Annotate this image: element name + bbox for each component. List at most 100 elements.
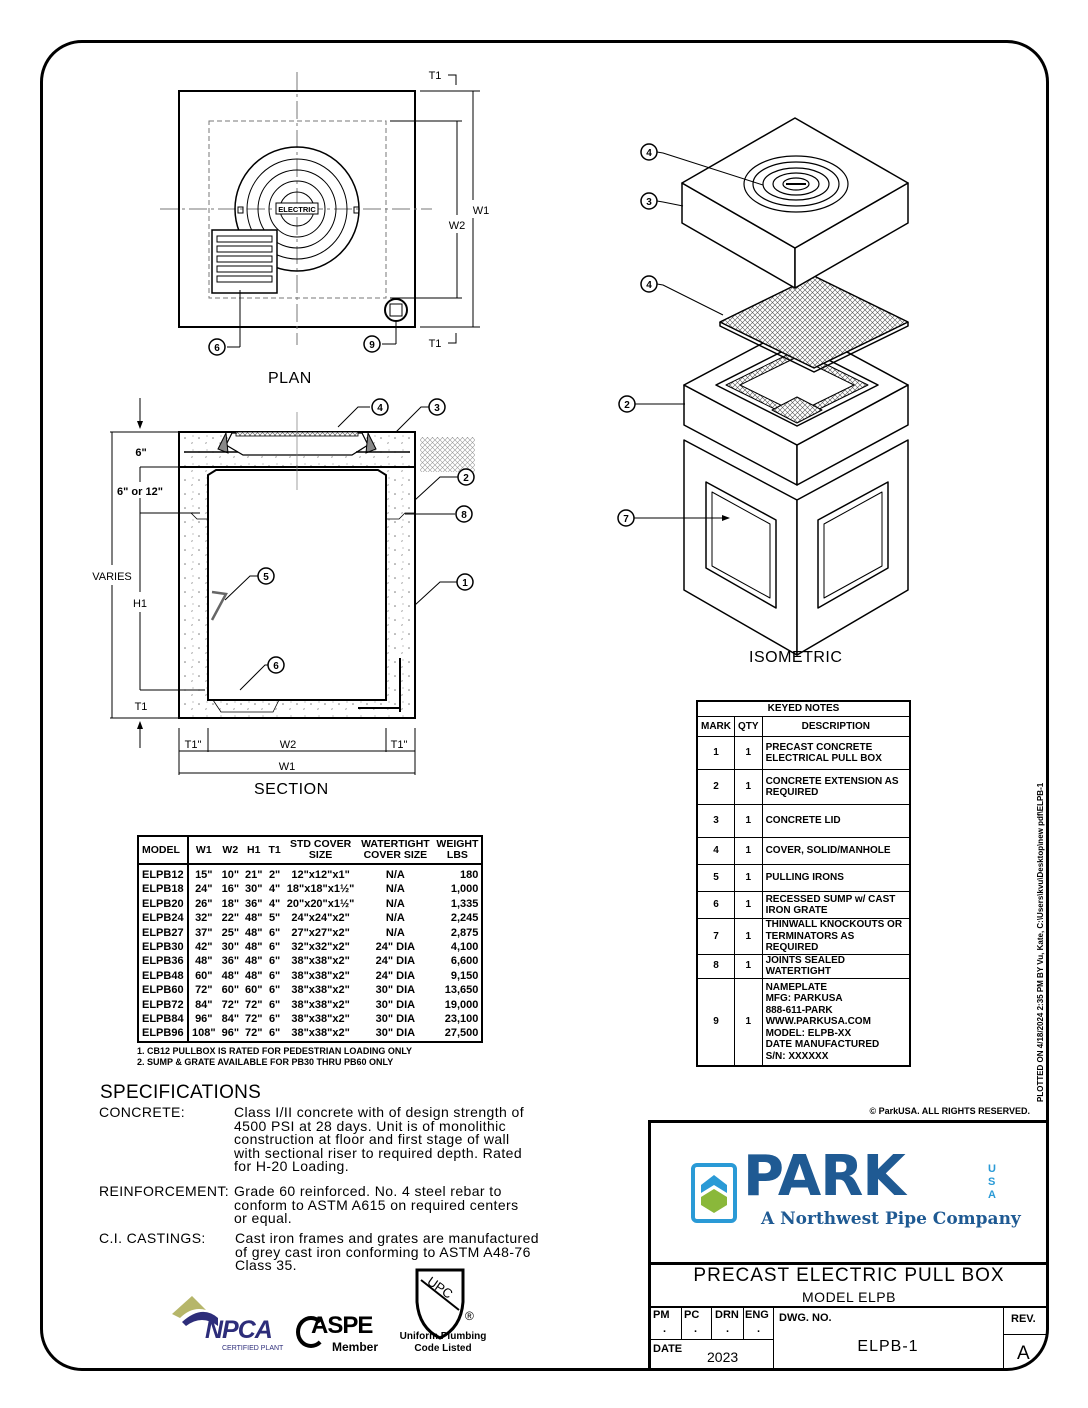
dim-h1: H1 [133,598,147,610]
callout-6: 6 [208,338,226,356]
note-qty: 1 [734,804,763,838]
col-description: DESCRIPTION [761,716,911,737]
note-line: DATE MANUFACTURED [765,1039,880,1050]
table-cell: 84" [221,1013,240,1026]
pc-value: . [694,1323,698,1335]
svg-text:2: 2 [463,473,469,484]
table-cell: 38"x38"x2" [291,1027,350,1040]
table-cell: 38"x38"x2" [291,969,350,982]
table-cell: 30" DIA [375,1027,416,1040]
table-cell: 30" [221,941,240,954]
table-cell: 38"x38"x2" [291,1013,350,1026]
svg-text:6: 6 [214,343,220,354]
table-cell: 19,000 [444,998,479,1011]
table-cell: 18"x18"x1½" [286,883,355,896]
dim-w1: W1 [473,205,490,217]
table-cell: 2,875 [450,926,479,939]
iso-callout-4-grate: 4 [640,275,658,293]
note-line: PULLING IRONS [765,872,844,884]
dim-varies: VARIES [92,571,132,583]
note-qty: 1 [734,891,763,919]
table-cell: 30" DIA [375,984,416,997]
spec-text-concrete: Class I/II concrete with of design stren… [234,1104,524,1174]
col-t1: T1 [265,836,284,865]
note-line: RECESSED SUMP w/ CAST [765,893,896,905]
note-description: JOINTS SEALED WATERTIGHT [761,953,911,979]
table-cell: 1,335 [450,897,479,910]
table-cell: 72" [221,998,240,1011]
aspe-logo: ASPE Member [296,1314,378,1358]
col-w2: W2 [218,836,243,865]
note-line: TERMINATORS AS REQUIRED [765,930,855,954]
electric-cover-label-box [275,202,319,215]
dim-w2: W2 [280,739,297,751]
callout-5: 5 [257,567,275,585]
table-cell: 60" [195,969,213,982]
model-table: MODEL W1 W2 H1 T1 STD COVER SIZE WATERTI… [137,835,484,1043]
table-cell: 36" [245,897,263,910]
svg-text:9: 9 [369,340,375,351]
park-logo-wordmark: PARK [743,1144,906,1209]
table-footnotes: 1. CB12 PULLBOX IS RATED FOR PEDESTRIAN … [137,1046,412,1068]
table-cell: 21" [245,869,263,881]
svg-text:4: 4 [377,403,383,414]
table-cell: ELPB60 [138,983,189,998]
dim-t1: T1 [135,701,148,713]
table-cell: 38"x38"x2" [291,998,350,1011]
note-line: CONCRETE EXTENSION AS [765,775,899,787]
table-cell: ELPB84 [138,1012,189,1027]
table-cell: 27,500 [444,1027,479,1040]
drn-value: . [726,1323,730,1335]
dim-extension: 6" or 12" [117,486,163,498]
table-cell: 180 [460,869,479,881]
table-cell: N/A [385,926,405,939]
drn-label: DRN [715,1309,739,1321]
spec-label-concrete: CONCRETE: [99,1104,186,1120]
table-cell: 24" [195,883,213,896]
table-header-row: MODEL W1 W2 H1 T1 STD COVER SIZE WATERTI… [138,836,483,865]
table-cell: 24" DIA [375,941,416,954]
table-cell: 72" [245,998,263,1011]
note-line: WWW.PARKUSA.COM [765,1016,871,1027]
table-cell: 4,100 [450,941,479,954]
dim-w1: W1 [279,761,296,773]
table-cell: 72" [245,1027,263,1040]
isometric-view [634,117,909,656]
svg-text:3: 3 [434,403,440,414]
col-watertight-cover: WATERTIGHT COVER SIZE [357,836,434,865]
eng-label: ENG [745,1309,769,1321]
svg-text:4: 4 [646,148,652,159]
table-cell: ELPB12 [138,864,189,883]
table-cell: 30" DIA [375,1013,416,1026]
table-cell: 27"x27"x2" [291,926,350,939]
specifications-title: SPECIFICATIONS [100,1082,262,1103]
table-cell: 60" [221,984,240,997]
spec-text-castings: Cast iron frames and grates are manufact… [235,1230,539,1273]
svg-text:6: 6 [273,661,279,672]
table-cell: 48" [245,941,263,954]
table-cell: 108" [192,1027,216,1040]
table-cell: 24"x24"x2" [291,912,350,925]
table-cell: 6" [268,926,281,939]
park-logo-usa: USA [988,1163,996,1201]
table-cell: ELPB72 [138,997,189,1013]
table-cell: ELPB48 [138,968,189,984]
title-block: PARK USA A Northwest Pipe Company PRECAS… [648,1120,1047,1368]
table-cell: 10" [221,869,240,881]
note-mark: 4 [696,837,735,865]
col-h1: H1 [242,836,266,865]
callout-6: 6 [267,656,285,674]
note-line: ELECTRICAL PULL BOX [765,753,882,764]
note-mark: 7 [696,918,735,955]
